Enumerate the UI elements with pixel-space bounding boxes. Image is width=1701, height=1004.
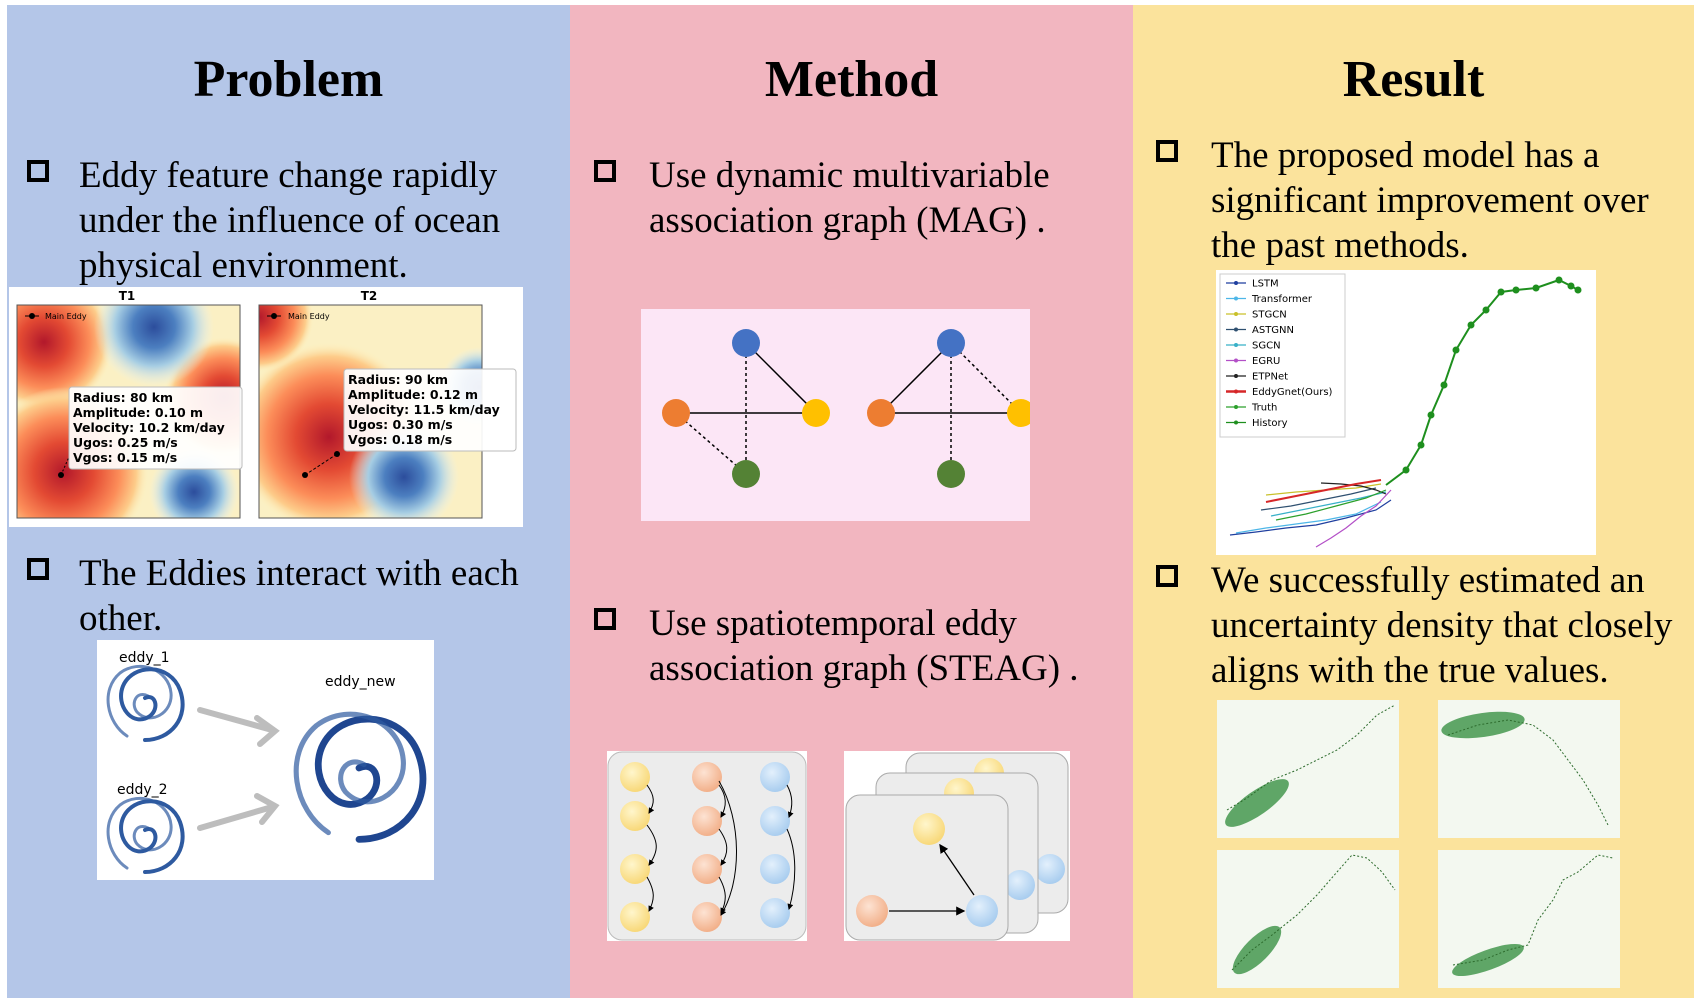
density-panel-3 [1217,850,1399,988]
result-title: Result [1342,51,1485,108]
density-panel-4 [1438,850,1620,988]
method-bullet-2: Use spatiotemporal eddy association grap… [649,603,1079,689]
eddy-merge-svg: eddy_1 eddy_2 eddy_new [106,650,427,874]
checkbox-icon [1156,140,1178,162]
legend-marker [1234,296,1238,301]
mag-node-green [732,460,760,488]
problem-column: Problem Eddy feature change rapidly unde… [7,5,570,998]
problem-bullet-2: The Eddies interact with each other. [79,553,519,639]
legend-marker [1234,343,1238,347]
density-panel-1 [1217,700,1399,838]
panel-t2-title: T2 [361,289,378,303]
legend-label: EddyGnet(Ours) [1252,387,1333,398]
checkbox-icon [594,608,616,630]
legend-label: History [1252,418,1288,429]
mag-node-yellow [802,399,830,427]
method-column: Method Use dynamic multivariable associa… [570,5,1133,998]
history-line [1385,278,1579,486]
t2-radius: Radius: 90 km [348,372,448,387]
legend-label: Transformer [1251,294,1313,305]
mag-graph-panel [641,309,1035,521]
t1-radius: Radius: 80 km [73,390,173,405]
mag-graph-svg [662,329,1035,488]
checkbox-icon [27,558,49,580]
legend-marker [1234,281,1238,285]
result-bullet-1: The proposed model has a significant imp… [1211,135,1649,266]
legend-marker [1234,389,1238,394]
problem-title: Problem [193,51,384,108]
eddy-maps-panel: T1 Main Eddy Radius: 80 km Amplitude: 0.… [9,287,523,527]
t1-vgos: Vgos: 0.15 m/s [73,450,177,465]
steag-graph-svg [845,752,1069,941]
checkbox-icon [1156,565,1178,587]
steag-sequence-panel [607,751,807,941]
steag-sequence-svg [607,751,807,941]
panel-t1-title: T1 [119,289,136,303]
result-column: Result The proposed model has a signific… [1133,5,1694,998]
mag-node-green [937,460,965,488]
mag-node-yellow [1007,399,1035,427]
t2-ugos: Ugos: 0.30 m/s [348,417,453,432]
merge-arrows [197,707,280,831]
eddy-merge-panel: eddy_1 eddy_2 eddy_new [97,640,434,880]
legend-marker [1234,420,1238,425]
legend-label: LSTM [1252,279,1279,290]
legend-label: Truth [1251,403,1277,414]
legend-marker [1234,358,1238,363]
mag-node-orange [662,399,690,427]
eddy-new-label: eddy_new [325,674,396,690]
eddy-1-label: eddy_1 [119,650,170,666]
legend-label: STGCN [1252,310,1287,321]
legend-label: EGRU [1252,356,1280,367]
legend-label: ETPNet [1252,372,1288,383]
result-bullet-2: We successfully estimated an uncertainty… [1211,560,1673,691]
legend-marker [1234,374,1238,378]
mag-node-orange [867,399,895,427]
t1-ugos: Ugos: 0.25 m/s [73,435,178,450]
density-panel-2 [1438,700,1620,838]
panel-t2-legend: Main Eddy [288,312,330,321]
legend-box [1219,273,1346,438]
t1-velocity: Velocity: 10.2 km/day [73,420,225,435]
eddy-new-spiral [293,711,427,843]
method-bullet-1: Use dynamic multivariable association gr… [649,155,1050,241]
eddy-2-spiral [106,796,185,874]
eddy-maps-svg: T1 Main Eddy Radius: 80 km Amplitude: 0.… [16,289,517,519]
t2-velocity: Velocity: 11.5 km/day [348,402,500,417]
panel-t1-legend: Main Eddy [45,312,87,321]
t2-amplitude: Amplitude: 0.12 m [348,387,478,402]
legend-marker [1234,405,1238,409]
problem-bullet-1: Eddy feature change rapidly under the in… [79,155,501,286]
checkbox-icon [27,160,49,182]
legend-label: SGCN [1252,341,1281,352]
mag-node-blue [937,329,965,357]
method-title: Method [764,51,939,108]
checkbox-icon [594,160,616,182]
legend-marker [1234,327,1238,332]
legend-marker [1234,312,1238,316]
legend-label: ASTGNN [1252,325,1294,336]
t2-vgos: Vgos: 0.18 m/s [348,432,452,447]
t1-amplitude: Amplitude: 0.10 m [73,405,203,420]
eddy-2-label: eddy_2 [117,782,168,798]
steag-graph-panel [844,751,1070,941]
eddy-1-spiral [106,664,185,742]
mag-node-blue [732,329,760,357]
